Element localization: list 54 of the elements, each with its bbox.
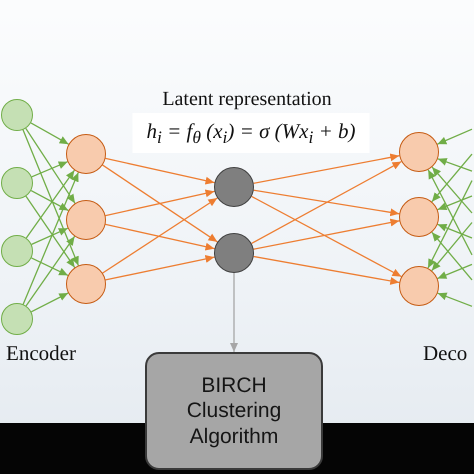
arrow	[105, 158, 215, 185]
arrow	[22, 130, 79, 266]
arrow	[102, 164, 218, 242]
arrow	[30, 190, 69, 212]
neuron-circle	[214, 233, 254, 273]
neuron-circle	[1, 303, 33, 335]
formula-text: h$_{i}$ = f$_{θ}$ (x$_{i}$) = σ (Wx$_{i}$ + b)	[132, 113, 370, 154]
arrow	[251, 196, 402, 278]
arrow	[22, 172, 79, 304]
arrow	[230, 273, 238, 352]
neuron-circle	[214, 167, 254, 207]
neuron-circle	[1, 235, 33, 267]
annotation-label: Latent representation	[162, 88, 332, 111]
process-box: BIRCH Clustering Algorithm	[145, 352, 323, 470]
arrow	[254, 256, 400, 285]
arrow	[437, 264, 472, 280]
arrow	[431, 232, 472, 280]
arrow	[32, 161, 68, 178]
neuron-circle	[1, 167, 33, 199]
neuron-circle	[1, 99, 33, 131]
arrow	[432, 166, 472, 214]
arrow	[254, 190, 400, 216]
arrow	[437, 224, 472, 239]
neuron-circle	[399, 132, 439, 172]
neuron-circle	[66, 134, 106, 174]
arrow	[105, 255, 215, 281]
arrow	[251, 161, 402, 244]
arrow	[427, 180, 473, 268]
neuron-circle	[399, 266, 439, 306]
arrow	[253, 218, 400, 250]
arrow	[31, 292, 68, 312]
arrow	[25, 196, 76, 268]
arrow	[102, 197, 218, 274]
arrow	[431, 154, 472, 202]
arrow	[31, 257, 68, 276]
arrow	[31, 228, 68, 245]
arrow	[30, 122, 69, 145]
arrow	[25, 128, 76, 204]
arrow	[26, 236, 76, 306]
arrow	[105, 189, 215, 216]
arrow	[437, 128, 472, 145]
arrow	[428, 170, 473, 256]
arrow	[437, 195, 472, 210]
arrow	[438, 158, 472, 172]
layer-label: Deco	[423, 341, 468, 366]
arrow	[431, 222, 472, 272]
arrow	[254, 153, 400, 184]
neuron-circle	[66, 264, 106, 304]
arrow	[437, 292, 472, 307]
neuron-circle	[399, 197, 439, 237]
arrow	[26, 170, 75, 238]
neuron-circle	[66, 200, 106, 240]
arrow	[105, 224, 215, 251]
layer-label: Encoder	[6, 341, 76, 366]
